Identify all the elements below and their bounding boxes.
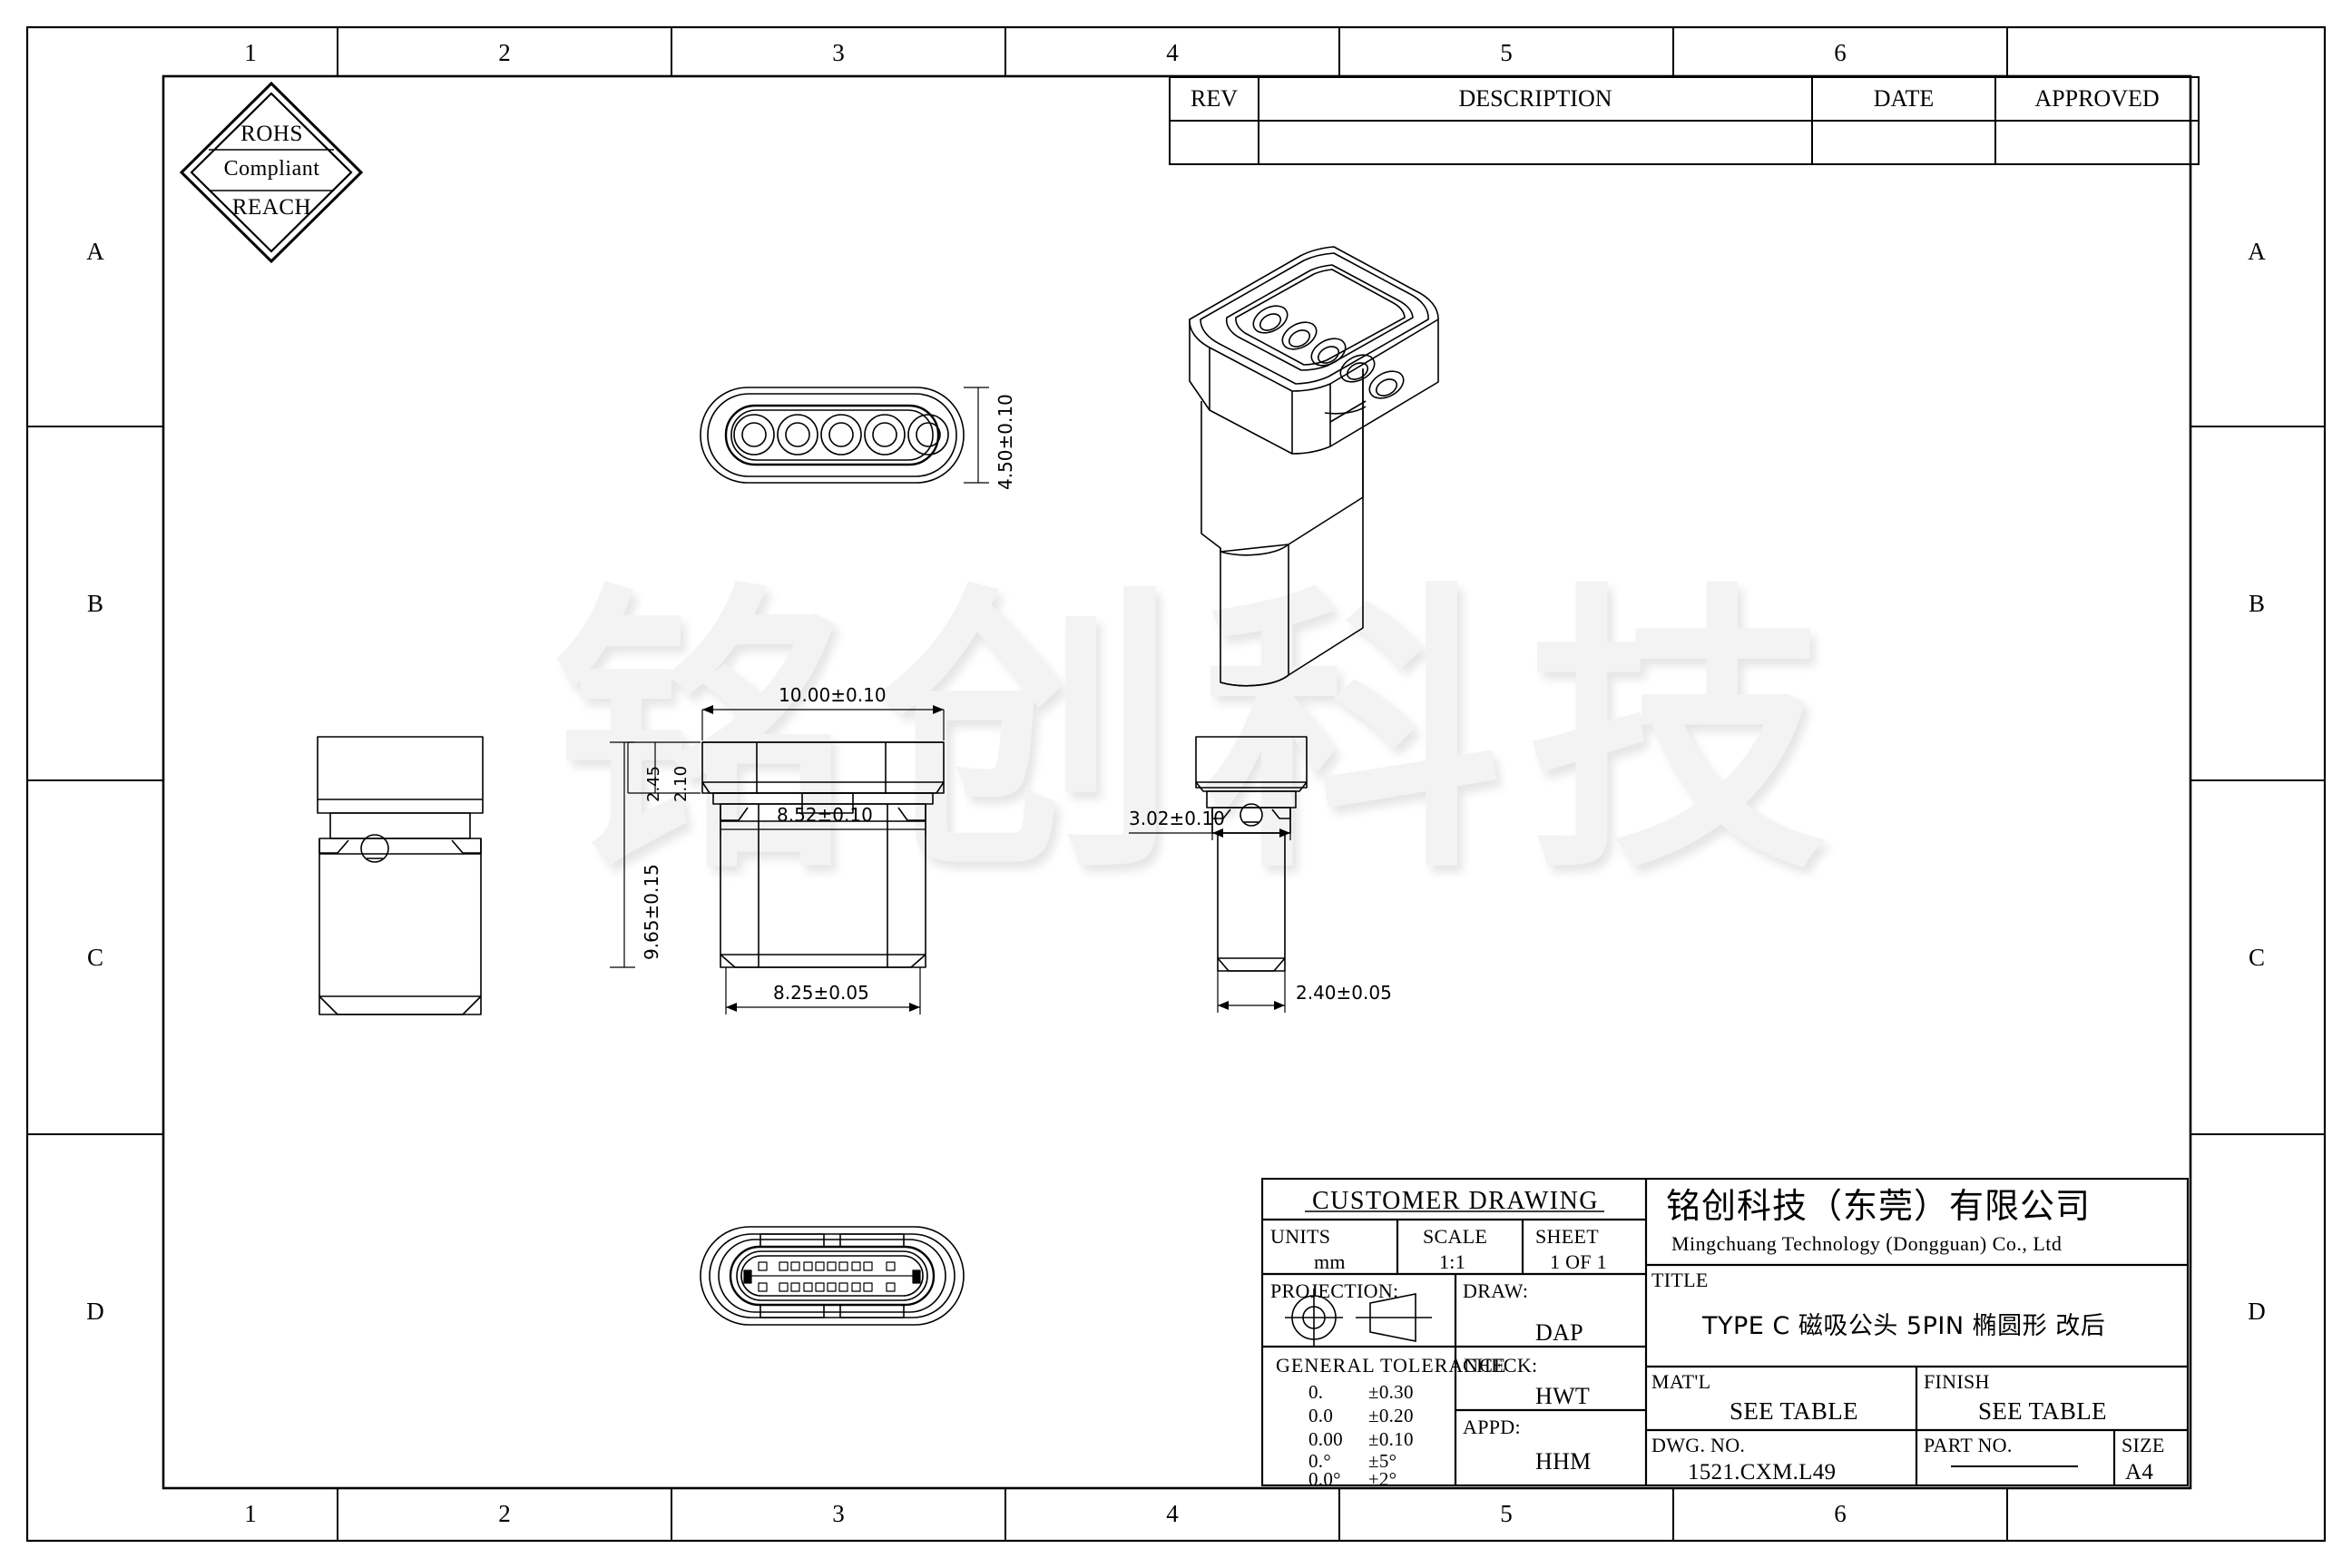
tolerance-nominal-3: 0.° [1308, 1450, 1332, 1472]
check-value: HWT [1535, 1383, 1591, 1409]
zone-col-4: 4 [1166, 38, 1179, 66]
check-label: CHECK: [1463, 1354, 1538, 1377]
rohs-line3: REACH [231, 195, 312, 220]
title-value: TYPE C 磁吸公头 5PIN 椭圆形 改后 [1702, 1312, 2106, 1340]
tolerance-value-2: ±0.10 [1368, 1428, 1414, 1450]
zone-col-5: 5 [1500, 38, 1513, 66]
draw-value: DAP [1535, 1319, 1583, 1346]
appd-label: APPD: [1463, 1416, 1521, 1438]
tolerance-nominal-2: 0.00 [1308, 1428, 1343, 1450]
matl-value: SEE TABLE [1730, 1397, 1858, 1425]
zone-col-5-bottom: 5 [1500, 1499, 1513, 1527]
dim-front-overall-width: 10.00±0.10 [779, 684, 887, 706]
units-label: UNITS [1270, 1225, 1331, 1248]
zone-row-a-right: A [2248, 237, 2266, 265]
zone-col-1: 1 [244, 38, 257, 66]
revision-cell-approved[interactable] [1994, 120, 2200, 165]
revision-table: REV DESCRIPTION DATE APPROVED [1169, 76, 2200, 165]
zone-row-c-left: C [86, 943, 103, 971]
scale-label: SCALE [1423, 1225, 1488, 1248]
revision-cell-rev[interactable] [1169, 120, 1259, 165]
finish-value: SEE TABLE [1978, 1397, 2107, 1425]
tolerance-heading: GENERAL TOLERANCE [1276, 1354, 1507, 1377]
dwgno-value: 1521.CXM.L49 [1688, 1460, 1837, 1485]
revision-header-approved: APPROVED [1994, 76, 2200, 122]
company-name-en: Mingchuang Technology (Dongguan) Co., Lt… [1671, 1232, 2063, 1255]
table-row[interactable] [1169, 120, 2200, 165]
title-block-heading: CUSTOMER DRAWING [1312, 1187, 1600, 1215]
sheet-label: SHEET [1535, 1225, 1599, 1248]
zone-row-d-left: D [86, 1297, 104, 1325]
rohs-line1: ROHS [240, 122, 303, 146]
dim-side-depth: 3.02±0.10 [1129, 808, 1225, 829]
projection-label: PROJECTION: [1270, 1279, 1399, 1302]
zone-row-c-right: C [2248, 943, 2265, 971]
zone-col-3: 3 [832, 38, 845, 66]
rohs-line2: Compliant [223, 157, 320, 181]
size-value: A4 [2125, 1460, 2154, 1485]
zone-col-2-bottom: 2 [498, 1499, 511, 1527]
zone-col-3-bottom: 3 [832, 1499, 845, 1527]
units-value: mm [1314, 1250, 1346, 1273]
zone-col-6: 6 [1834, 38, 1847, 66]
finish-label: FINISH [1924, 1370, 1990, 1393]
title-block: CUSTOMER DRAWING UNITS mm SCALE 1:1 SHEE… [1261, 1178, 2189, 1490]
rohs-reach-badge: ROHS Compliant REACH [179, 80, 365, 266]
size-label: SIZE [2122, 1434, 2165, 1456]
revision-header-row: REV DESCRIPTION DATE APPROVED [1169, 76, 2200, 122]
tolerance-value-4: ±2° [1368, 1468, 1397, 1490]
appd-value: HHM [1535, 1448, 1592, 1475]
tolerance-value-0: ±0.30 [1368, 1381, 1414, 1403]
tolerance-nominal-0: 0. [1308, 1381, 1324, 1403]
zone-row-a-left: A [86, 237, 104, 265]
zone-row-b-right: B [2248, 589, 2265, 617]
tolerance-nominal-1: 0.0 [1308, 1405, 1334, 1426]
zone-row-d-right: D [2248, 1297, 2266, 1325]
sheet-value: 1 OF 1 [1550, 1250, 1607, 1273]
zone-col-6-bottom: 6 [1834, 1499, 1847, 1527]
revision-header-rev: REV [1169, 76, 1259, 122]
zone-col-4-bottom: 4 [1166, 1499, 1179, 1527]
zone-col-2: 2 [498, 38, 511, 66]
dwgno-label: DWG. NO. [1651, 1434, 1746, 1456]
revision-cell-description[interactable] [1258, 120, 1813, 165]
scale-value: 1:1 [1439, 1250, 1466, 1273]
dim-tip-width: 8.25±0.05 [773, 982, 869, 1004]
company-name-cn: 铭创科技（东莞）有限公司 [1666, 1186, 2092, 1226]
dim-side-tip-depth: 2.40±0.05 [1296, 982, 1392, 1004]
matl-label: MAT'L [1651, 1370, 1711, 1393]
zone-col-1-bottom: 1 [244, 1499, 257, 1527]
zone-row-b-left: B [86, 589, 103, 617]
revision-header-date: DATE [1811, 76, 1996, 122]
draw-label: DRAW: [1463, 1279, 1529, 1302]
tolerance-nominal-4: 0.0° [1308, 1468, 1341, 1490]
partno-label: PART NO. [1924, 1434, 2013, 1456]
revision-header-description: DESCRIPTION [1258, 76, 1813, 122]
tolerance-value-3: ±5° [1368, 1450, 1397, 1472]
revision-cell-date[interactable] [1811, 120, 1996, 165]
title-label: TITLE [1651, 1269, 1709, 1291]
tolerance-value-1: ±0.20 [1368, 1405, 1414, 1426]
